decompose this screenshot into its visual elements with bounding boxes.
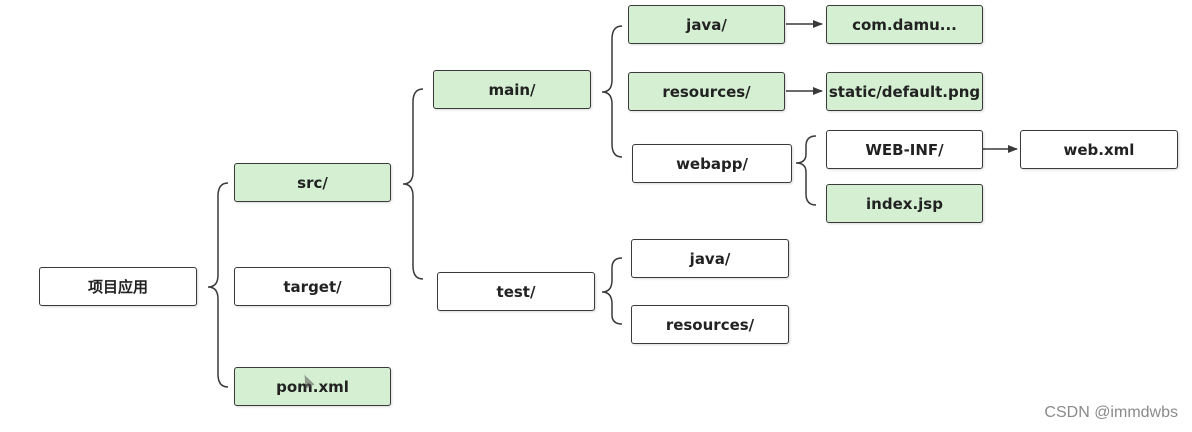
node-target: target/ bbox=[234, 267, 391, 306]
node-test: test/ bbox=[437, 272, 595, 311]
node-web-inf: WEB-INF/ bbox=[826, 130, 983, 169]
node-main-java: java/ bbox=[628, 5, 785, 44]
node-static-default-png: static/default.png bbox=[826, 72, 983, 111]
node-web-xml: web.xml bbox=[1020, 130, 1178, 169]
brace-main bbox=[601, 25, 623, 158]
node-webapp: webapp/ bbox=[632, 144, 792, 183]
brace-src bbox=[402, 88, 424, 280]
node-main: main/ bbox=[433, 70, 591, 109]
node-test-resources: resources/ bbox=[631, 305, 789, 344]
node-main-resources: resources/ bbox=[628, 72, 785, 111]
node-project-root: 项目应用 bbox=[39, 267, 197, 306]
node-index-jsp: index.jsp bbox=[826, 184, 983, 223]
node-com-damu: com.damu... bbox=[826, 5, 983, 44]
node-src: src/ bbox=[234, 163, 391, 202]
node-test-java: java/ bbox=[631, 239, 789, 278]
watermark: CSDN @immdwbs bbox=[1044, 404, 1178, 421]
brace-test bbox=[601, 257, 623, 325]
node-pom-xml: pom.xml bbox=[234, 367, 391, 406]
brace-webapp bbox=[795, 135, 817, 206]
brace-root bbox=[207, 182, 229, 388]
